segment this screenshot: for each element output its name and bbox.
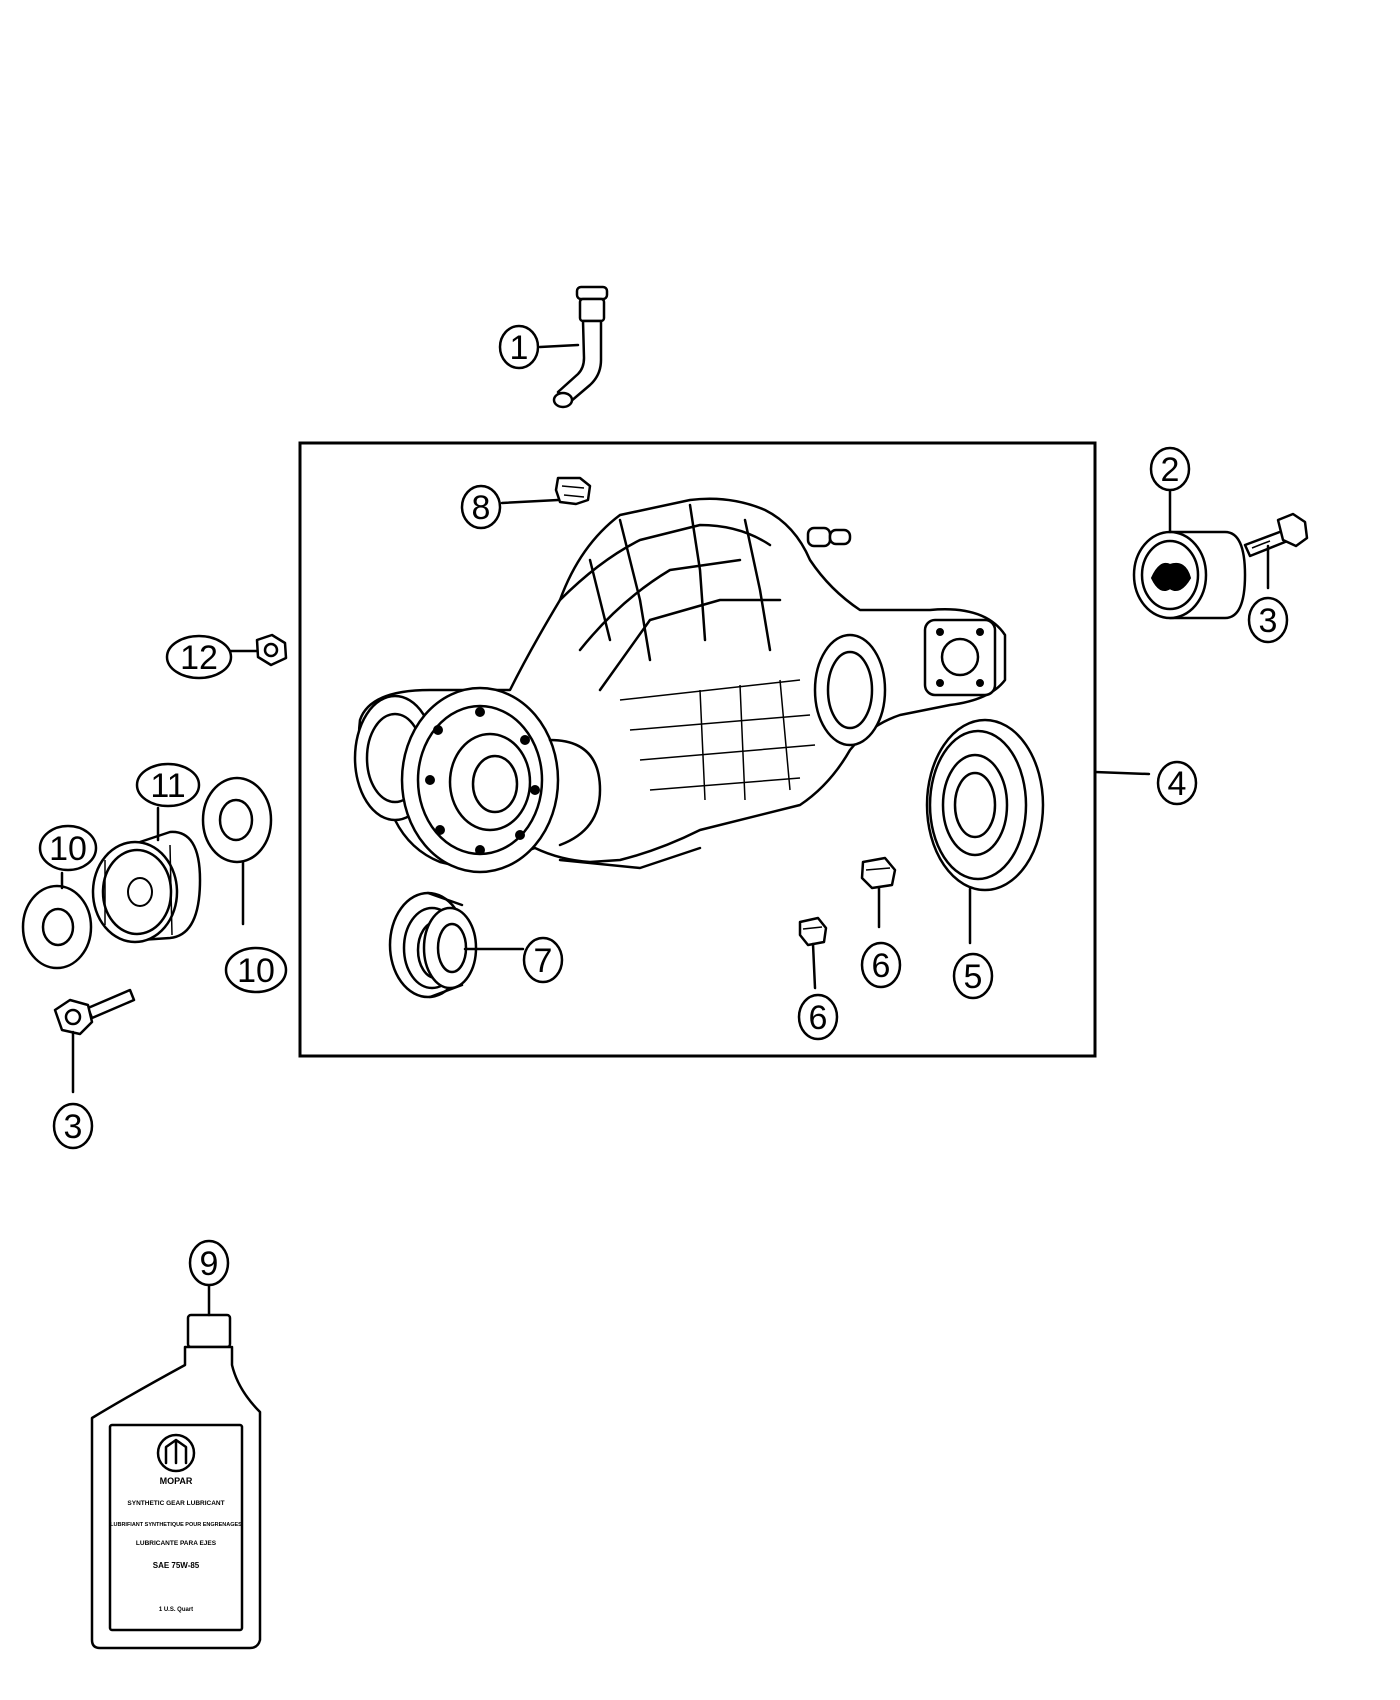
part-6-plug-upper[interactable] xyxy=(860,856,897,890)
svg-text:4: 4 xyxy=(1168,765,1187,803)
part-10-washer-left[interactable] xyxy=(21,884,93,970)
svg-text:11: 11 xyxy=(150,767,185,805)
callout-11: 11 xyxy=(135,762,201,808)
part-9-gear-oil-bottle[interactable]: MOPAR SYNTHETIC GEAR LUBRICANT LUBRIFIAN… xyxy=(90,1313,262,1650)
bottle-volume: 1 U.S. Quart xyxy=(159,1607,193,1613)
svg-text:5: 5 xyxy=(964,958,983,996)
svg-text:8: 8 xyxy=(472,489,491,527)
part-10-washer-right[interactable] xyxy=(201,776,273,864)
part-3-bolt-left[interactable] xyxy=(53,988,136,1036)
bottle-brand: MOPAR xyxy=(160,1476,193,1486)
svg-text:2: 2 xyxy=(1161,451,1180,489)
part-6-plug-lower[interactable] xyxy=(798,916,828,947)
svg-text:12: 12 xyxy=(180,639,218,677)
callout-6-upper: 6 xyxy=(860,941,902,989)
part-5-cover-plate[interactable] xyxy=(925,718,1045,892)
bottle-line2: LUBRIFIANT SYNTHETIQUE POUR ENGRENAGES xyxy=(110,1522,242,1528)
callout-9: 9 xyxy=(188,1239,230,1287)
svg-text:7: 7 xyxy=(534,942,553,980)
part-12-nut[interactable] xyxy=(255,633,288,667)
svg-text:3: 3 xyxy=(64,1108,83,1146)
part-7-seal[interactable] xyxy=(388,891,478,999)
mopar-logo xyxy=(156,1433,196,1473)
callout-5: 5 xyxy=(952,952,994,1000)
svg-text:3: 3 xyxy=(1259,602,1278,640)
bottle-grade: SAE 75W-85 xyxy=(153,1561,200,1570)
callout-12: 12 xyxy=(165,634,233,680)
svg-text:9: 9 xyxy=(200,1245,219,1283)
part-3-bolt-right[interactable] xyxy=(1243,512,1309,558)
callout-4: 4 xyxy=(1156,760,1198,806)
callout-1: 1 xyxy=(498,324,540,370)
callout-3-left: 3 xyxy=(52,1102,94,1150)
callout-2: 2 xyxy=(1149,446,1191,492)
callout-6-lower: 6 xyxy=(797,993,839,1041)
callout-8: 8 xyxy=(460,484,502,530)
part-4-differential-housing[interactable] xyxy=(353,497,1007,874)
svg-text:10: 10 xyxy=(49,830,87,868)
bottle-line3: LUBRICANTE PARA EJES xyxy=(136,1540,217,1547)
callout-10-right: 10 xyxy=(224,946,288,994)
assembly-frame xyxy=(298,441,1097,1058)
bottle-line1: SYNTHETIC GEAR LUBRICANT xyxy=(127,1500,224,1507)
svg-text:6: 6 xyxy=(809,999,828,1037)
svg-text:1: 1 xyxy=(510,329,529,367)
part-2-bushing[interactable] xyxy=(1132,530,1247,620)
leader-lines xyxy=(60,343,1270,1317)
callout-7: 7 xyxy=(522,936,564,984)
part-1-vent-tube[interactable] xyxy=(552,285,609,409)
callout-3-right: 3 xyxy=(1247,596,1289,644)
callout-10-left: 10 xyxy=(38,824,98,872)
svg-text:6: 6 xyxy=(872,947,891,985)
part-11-bushing[interactable] xyxy=(91,830,202,944)
svg-text:10: 10 xyxy=(237,952,275,990)
part-8-clip[interactable] xyxy=(554,476,592,506)
